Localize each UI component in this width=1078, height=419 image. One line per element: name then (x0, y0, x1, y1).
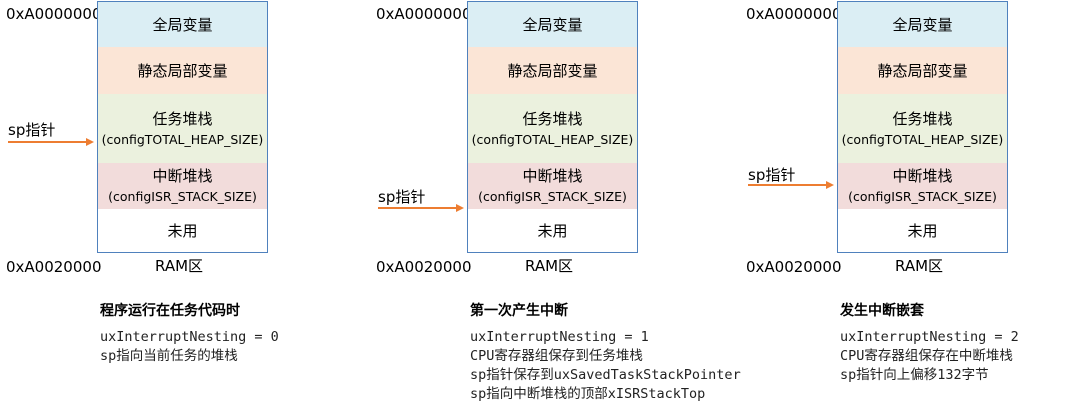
caption-line: uxInterruptNesting = 1 (470, 329, 649, 345)
addr-bottom-label: 0xA0020000 (746, 258, 842, 276)
segment-label: 全局变量 (152, 15, 213, 34)
sp-pointer-label: sp指针 (8, 121, 56, 139)
segment-size-label: (configISR_STACK_SIZE) (108, 189, 257, 204)
caption-line: CPU寄存器组保存到任务堆栈 (470, 348, 643, 364)
segment-static-vars: 静态局部变量 (468, 47, 637, 94)
segment-label: 静态局部变量 (877, 61, 968, 80)
segment-size-label: (configISR_STACK_SIZE) (478, 189, 627, 204)
ram-block: 全局变量 静态局部变量 任务堆栈 (configTOTAL_HEAP_SIZE)… (97, 1, 268, 253)
ram-block: 全局变量 静态局部变量 任务堆栈 (configTOTAL_HEAP_SIZE)… (467, 1, 638, 253)
segment-global-vars: 全局变量 (98, 2, 267, 47)
caption-lines: uxInterruptNesting = 0 sp指向当前任务的堆栈 (100, 328, 279, 366)
addr-top-label: 0xA0000000 (746, 5, 842, 23)
segment-isr-stack: 中断堆栈 (configISR_STACK_SIZE) (98, 163, 267, 209)
segment-label: 静态局部变量 (507, 61, 598, 80)
ram-label: RAM区 (155, 257, 204, 275)
panel-first-interrupt: 0xA0000000 全局变量 静态局部变量 任务堆栈 (configTOTAL… (370, 0, 741, 419)
caption-title: 程序运行在任务代码时 (100, 303, 240, 319)
segment-task-stack: 任务堆栈 (configTOTAL_HEAP_SIZE) (468, 94, 637, 163)
addr-top-label: 0xA0000000 (6, 5, 102, 23)
sp-arrow-icon (378, 204, 464, 212)
segment-label: 任务堆栈 (152, 109, 213, 128)
segment-unused: 未用 (468, 209, 637, 252)
segment-label: 全局变量 (892, 15, 953, 34)
segment-global-vars: 全局变量 (468, 2, 637, 47)
addr-top-label: 0xA0000000 (376, 5, 472, 23)
segment-label: 中断堆栈 (892, 167, 953, 185)
ram-label: RAM区 (895, 257, 944, 275)
segment-label: 全局变量 (522, 15, 583, 34)
caption-line: CPU寄存器组保存在中断堆栈 (840, 348, 1013, 364)
segment-task-stack: 任务堆栈 (configTOTAL_HEAP_SIZE) (838, 94, 1007, 163)
caption-line: uxInterruptNesting = 0 (100, 329, 279, 345)
segment-label: 静态局部变量 (137, 61, 228, 80)
ram-label: RAM区 (525, 257, 574, 275)
addr-bottom-label: 0xA0020000 (6, 258, 102, 276)
sp-pointer-label: sp指针 (748, 166, 796, 184)
addr-bottom-label: 0xA0020000 (376, 258, 472, 276)
segment-static-vars: 静态局部变量 (838, 47, 1007, 94)
segment-static-vars: 静态局部变量 (98, 47, 267, 94)
segment-label: 未用 (167, 221, 198, 240)
caption-line: sp指向中断堆栈的顶部xISRStackTop (470, 386, 706, 402)
panel-nested-interrupt: 0xA0000000 全局变量 静态局部变量 任务堆栈 (configTOTAL… (740, 0, 1078, 419)
caption-title: 发生中断嵌套 (840, 303, 924, 319)
caption-line: sp指针向上偏移132字节 (840, 367, 989, 383)
caption-lines: uxInterruptNesting = 1 CPU寄存器组保存到任务堆栈 sp… (470, 328, 741, 404)
segment-unused: 未用 (98, 209, 267, 252)
segment-size-label: (configTOTAL_HEAP_SIZE) (471, 131, 634, 147)
sp-arrow-icon (8, 138, 94, 146)
segment-size-label: (configISR_STACK_SIZE) (848, 189, 997, 204)
segment-isr-stack: 中断堆栈 (configISR_STACK_SIZE) (468, 163, 637, 209)
panel-task-code: 0xA0000000 全局变量 静态局部变量 任务堆栈 (configTOTAL… (0, 0, 340, 419)
segment-size-label: (configTOTAL_HEAP_SIZE) (841, 131, 1004, 147)
caption-lines: uxInterruptNesting = 2 CPU寄存器组保存在中断堆栈 sp… (840, 328, 1019, 385)
segment-label: 未用 (537, 221, 568, 240)
segment-label: 任务堆栈 (522, 109, 583, 128)
caption-title: 第一次产生中断 (470, 303, 568, 319)
sp-arrow-icon (748, 181, 834, 189)
segment-label: 中断堆栈 (152, 167, 213, 185)
ram-block: 全局变量 静态局部变量 任务堆栈 (configTOTAL_HEAP_SIZE)… (837, 1, 1008, 253)
caption-line: sp指针保存到uxSavedTaskStackPointer (470, 367, 741, 383)
caption-line: sp指向当前任务的堆栈 (100, 348, 238, 364)
segment-label: 任务堆栈 (892, 109, 953, 128)
caption-line: uxInterruptNesting = 2 (840, 329, 1019, 345)
segment-isr-stack: 中断堆栈 (configISR_STACK_SIZE) (838, 163, 1007, 209)
segment-unused: 未用 (838, 209, 1007, 252)
segment-task-stack: 任务堆栈 (configTOTAL_HEAP_SIZE) (98, 94, 267, 163)
segment-label: 未用 (907, 221, 938, 240)
segment-size-label: (configTOTAL_HEAP_SIZE) (101, 131, 264, 147)
segment-label: 中断堆栈 (522, 167, 583, 185)
sp-pointer-label: sp指针 (378, 188, 426, 206)
segment-global-vars: 全局变量 (838, 2, 1007, 47)
